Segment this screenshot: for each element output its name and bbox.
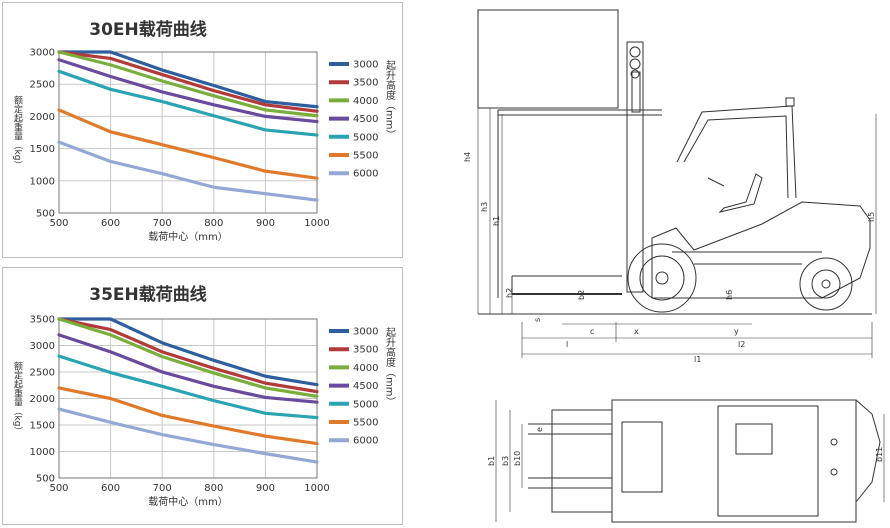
dim-label-y: y [734, 327, 739, 336]
series-line-5000 [57, 354, 319, 420]
y-tick-label: 1500 [30, 144, 55, 155]
series-line-4000 [57, 50, 319, 118]
dim-label-h3: h3 [480, 202, 489, 212]
series-line-4500 [57, 333, 319, 404]
y-tick-label: 1500 [30, 421, 55, 432]
y-tick-label: 1000 [30, 447, 55, 458]
dim-label-h2: h2 [505, 288, 514, 298]
legend-label-5000: 5000 [353, 132, 378, 143]
y-tick-label: 3000 [30, 48, 55, 59]
dim-label-b10: b10 [513, 451, 522, 466]
overhead-guard [676, 105, 797, 199]
load-chart-30eh-panel: 30EH载荷曲线 500 600 700 800 900 1000 500 1000 1500 2… [2, 2, 403, 258]
dim-label-h5: h5 [867, 212, 876, 222]
x-tick-label: 700 [153, 483, 172, 494]
dim-label-b11: b11 [875, 447, 884, 462]
legend-label-3500: 3500 [353, 345, 378, 356]
x-tick-label: 500 [49, 483, 68, 494]
load-box [477, 9, 619, 109]
load-chart-35eh-panel: 35EH载荷曲线 500 600 700 800 900 1000 500 1000 1500 2… [2, 267, 403, 525]
truck-body [651, 201, 871, 299]
chart-title: 35EH载荷曲线 [89, 285, 207, 305]
y-tick-label: 500 [36, 474, 55, 485]
dim-label-e: e [535, 427, 544, 432]
dim-label-l1: l1 [694, 355, 701, 364]
x-tick-label: 700 [153, 218, 172, 229]
x-tick-label: 500 [49, 218, 68, 229]
y-tick-label: 2000 [30, 394, 55, 405]
x-tick-label: 900 [256, 218, 275, 229]
legend-label-3000: 3000 [353, 60, 378, 71]
series-line-6000 [57, 140, 319, 202]
series-line-3500 [57, 317, 319, 394]
forklift-dimension-drawing: h4 h3 h1 h2 h5 h6 b2 s c x y l l2 l1 e b… [463, 9, 885, 523]
y-axis-label: 额定起重量（kg） [12, 360, 23, 435]
y-tick-label: 500 [36, 209, 55, 220]
x-tick-label: 600 [101, 483, 120, 494]
legend-label-6000: 6000 [353, 436, 378, 447]
series-line-4500 [57, 58, 319, 124]
y-tick-label: 3500 [30, 315, 55, 326]
legend-label-5000: 5000 [353, 399, 378, 410]
legend-label-4500: 4500 [353, 381, 378, 392]
series-line-3500 [57, 50, 319, 113]
series-line-5000 [57, 69, 319, 137]
dim-label-b3: b3 [501, 456, 510, 466]
x-tick-label: 800 [204, 483, 223, 494]
legend-label-4000: 4000 [353, 363, 378, 374]
plot-area [58, 318, 318, 479]
dim-label-h6: h6 [725, 290, 734, 300]
legend-label-5500: 5500 [353, 418, 378, 429]
x-axis-label: 载荷中心（mm） [148, 495, 227, 508]
y-tick-label: 2500 [30, 80, 55, 91]
x-tick-label: 600 [101, 218, 120, 229]
legend-label-4000: 4000 [353, 96, 378, 107]
series-line-4000 [57, 317, 319, 398]
plot-area [58, 51, 318, 214]
legend-label-3000: 3000 [353, 327, 378, 338]
y-tick-label: 1000 [30, 176, 55, 187]
legend-title: 起升高度（mm） [384, 327, 396, 407]
series-line-3000 [57, 50, 319, 109]
dim-label-l2: l2 [738, 340, 745, 349]
x-axis-label: 载荷中心（mm） [148, 230, 227, 243]
dim-label-s: s [533, 318, 542, 322]
series-line-5500 [57, 386, 319, 446]
legend-label-3500: 3500 [353, 78, 378, 89]
series-line-5500 [57, 108, 319, 180]
y-tick-label: 3000 [30, 341, 55, 352]
x-tick-label: 800 [204, 218, 223, 229]
legend-label-5500: 5500 [353, 151, 378, 162]
dim-label-x: x [634, 327, 639, 336]
y-axis-label: 额定起重量（kg） [12, 94, 23, 169]
rear-wheel [799, 257, 853, 311]
series-line-6000 [57, 407, 319, 464]
dim-label-h1: h1 [492, 216, 501, 226]
y-tick-label: 2500 [30, 368, 55, 379]
x-tick-label: 1000 [304, 483, 329, 494]
load-chart-35eh: 500 600 700 800 900 1000 500 1000 1500 2000 2500 30… [12, 315, 396, 509]
series-line-3000 [57, 317, 319, 387]
x-tick-label: 1000 [304, 218, 329, 229]
legend-label-6000: 6000 [353, 169, 378, 180]
dim-label-l: l [566, 340, 568, 349]
front-wheel [627, 243, 697, 313]
dim-label-b2: b2 [577, 290, 586, 300]
chart-title: 30EH载荷曲线 [89, 20, 207, 40]
top-view-outline [611, 399, 857, 523]
y-tick-label: 2000 [30, 112, 55, 123]
dim-label-b1: b1 [487, 456, 496, 466]
dim-label-h4: h4 [463, 152, 472, 162]
mast [626, 41, 644, 293]
legend-label-4500: 4500 [353, 114, 378, 125]
load-chart-30eh: 500 600 700 800 900 1000 500 1000 1500 2000 2500 30… [12, 48, 396, 244]
legend-title: 起升高度（mm） [384, 60, 396, 140]
x-tick-label: 900 [256, 483, 275, 494]
dim-label-c: c [590, 327, 594, 336]
